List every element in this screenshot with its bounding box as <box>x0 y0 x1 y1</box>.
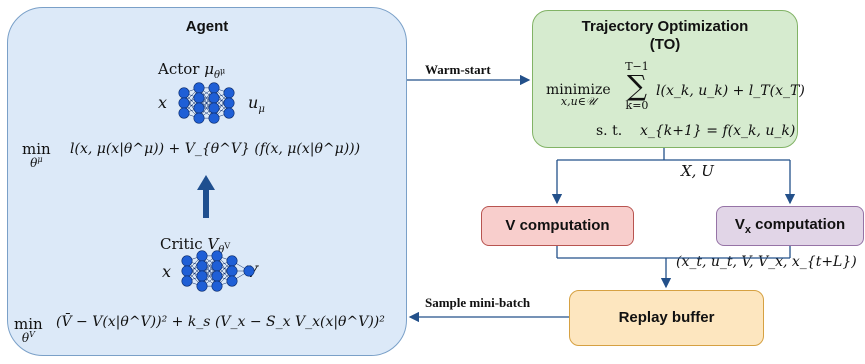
actor-output-label: uμ <box>248 93 265 116</box>
network-node <box>208 112 220 124</box>
network-node <box>178 107 190 119</box>
to-title-line2: (TO) <box>649 36 681 53</box>
to-constraint-expression: x_{k+1} = f(x_k, u_k) <box>640 123 796 139</box>
to-sum: T−1 ∑ k=0 <box>625 60 649 112</box>
to-minimize: minimize x,u∈𝒰 <box>546 82 611 108</box>
network-edge <box>198 87 215 119</box>
critic-objective-min: min θV <box>14 315 43 345</box>
sample-minibatch-label: Sample mini-batch <box>425 295 531 310</box>
actor-objective-min: min θμ <box>22 140 51 170</box>
critic-input-label: x <box>162 262 172 281</box>
v-computation-box <box>481 206 634 246</box>
vx-computation-label: Vx computation <box>734 216 846 236</box>
v-computation-label: V computation <box>505 217 610 234</box>
to-title-line1: Trajectory Optimization <box>581 18 749 35</box>
actor-input-label: x <box>158 93 168 112</box>
critic-label: Critic VθV <box>160 235 231 256</box>
to-constraint-word: s. t. <box>596 123 623 139</box>
xu-label: X, U <box>681 162 714 180</box>
network-node <box>211 280 223 292</box>
network-node <box>193 112 205 124</box>
critic-to-actor-arrow-shaft <box>203 188 209 218</box>
critic-objective-expression: (V̄ − V(x|θ^V))² + k_s (V_x − S_x V_x(x|… <box>56 314 385 330</box>
actor-objective-expression: l(x, μ(x|θ^μ)) + V_{θ^V} (f(x, μ(x|θ^μ))… <box>70 141 361 157</box>
critic-to-actor-arrow-head <box>197 175 215 190</box>
network-node <box>243 265 255 277</box>
actor-label: Actor μθμ <box>158 60 226 81</box>
replay-buffer-label: Replay buffer <box>618 309 715 326</box>
agent-title: Agent <box>185 18 229 35</box>
network-node <box>226 275 238 287</box>
network-edge <box>201 255 218 287</box>
warm-start-label: Warm-start <box>425 62 491 77</box>
network-node <box>181 275 193 287</box>
to-objective-expression: l(x_k, u_k) + l_T(x_T) <box>656 83 805 99</box>
vx-computation-box <box>716 206 864 246</box>
network-node <box>196 280 208 292</box>
network-node <box>223 107 235 119</box>
trajectory-optimization-box <box>532 10 798 148</box>
replay-buffer-box <box>569 290 764 346</box>
